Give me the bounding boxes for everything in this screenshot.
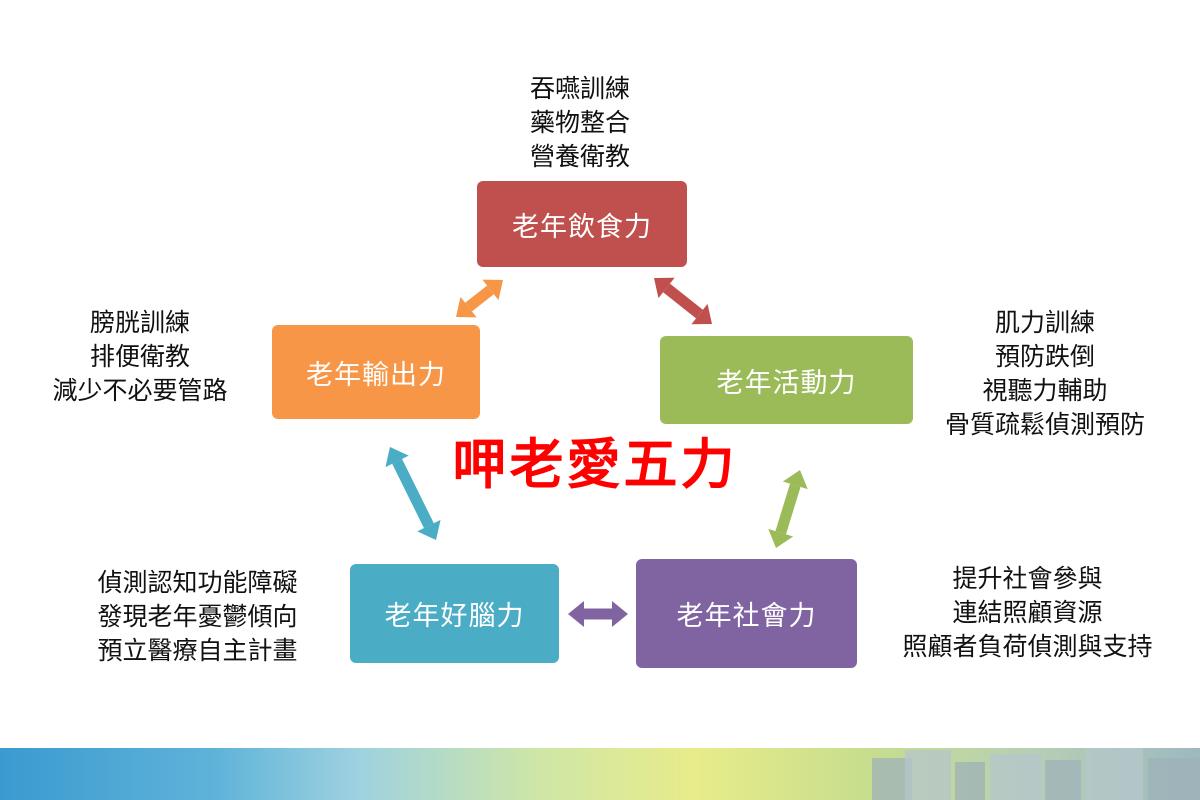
arrow-eating-output-head-a (482, 279, 503, 301)
arrow-output-brain-head-b (417, 519, 441, 540)
node-eating: 老年飲食力 (477, 181, 687, 267)
arrow-eating-activity-head-a (654, 277, 675, 299)
building-silhouette (955, 762, 985, 800)
arrow-activity-social-head-b (768, 528, 794, 548)
note-line: 預防跌倒 (994, 342, 1095, 371)
note-line: 提升社會參與 (952, 564, 1103, 593)
arrow-brain-social-head-b (612, 601, 628, 627)
arrow-eating-output-head-b (456, 296, 477, 318)
note-line: 骨質疏鬆偵測預防 (944, 410, 1145, 439)
arrow-eating-output (465, 285, 494, 312)
node-activity: 老年活動力 (660, 336, 913, 424)
center-title: 呷老愛五力 (452, 433, 738, 496)
note-line: 藥物整合 (529, 108, 630, 137)
note-line: 發現老年憂鬱傾向 (97, 602, 298, 631)
node-brain: 老年好腦力 (350, 564, 559, 663)
arrow-activity-social (775, 483, 801, 535)
note-line: 排便衛教 (89, 342, 190, 371)
note-line: 肌力訓練 (994, 308, 1095, 337)
node-social-label: 老年社會力 (676, 601, 817, 632)
building-silhouette (1085, 748, 1143, 800)
node-output-label: 老年輸出力 (306, 359, 446, 391)
note-line: 連結照顧資源 (952, 598, 1103, 627)
building-silhouette (990, 754, 1042, 800)
note-line: 膀胱訓練 (89, 308, 190, 337)
node-brain-label: 老年好腦力 (384, 601, 525, 632)
node-activity-label: 老年活動力 (716, 367, 857, 399)
arrow-output-brain (392, 458, 434, 529)
arrow-brain-social-head-a (568, 601, 584, 627)
building-silhouette (905, 750, 951, 800)
arrow-activity-social-head-a (782, 470, 808, 490)
note-line: 偵測認知功能障礙 (97, 568, 298, 597)
notes-output: 膀胱訓練 排便衛教 減少不必要管路 (25, 306, 255, 408)
note-line: 營養衛教 (529, 142, 630, 171)
note-line: 視聽力輔助 (982, 376, 1108, 405)
building-silhouette (1045, 760, 1081, 800)
node-social: 老年社會力 (636, 559, 857, 668)
note-line: 照顧者負荷偵測與支持 (902, 632, 1153, 661)
note-line: 減少不必要管路 (52, 376, 228, 405)
building-silhouette (1148, 758, 1200, 800)
arrow-eating-activity (663, 283, 703, 319)
node-output: 老年輸出力 (272, 325, 480, 419)
notes-brain: 偵測認知功能障礙 發現老年憂鬱傾向 預立醫療自主計畫 (65, 566, 330, 668)
arrow-eating-activity-head-b (691, 303, 712, 325)
node-eating-label: 老年飲食力 (512, 211, 652, 243)
note-line: 預立醫療自主計畫 (97, 636, 298, 665)
footer-watercolor-band (0, 748, 1200, 800)
notes-social: 提升社會參與 連結照顧資源 照顧者負荷偵測與支持 (870, 562, 1185, 664)
notes-activity: 肌力訓練 預防跌倒 視聽力輔助 骨質疏鬆偵測預防 (920, 306, 1170, 442)
note-line: 吞嚥訓練 (529, 74, 630, 103)
notes-eating: 吞嚥訓練 藥物整合 營養衛教 (480, 72, 680, 174)
arrow-output-brain-head-a (385, 447, 409, 468)
